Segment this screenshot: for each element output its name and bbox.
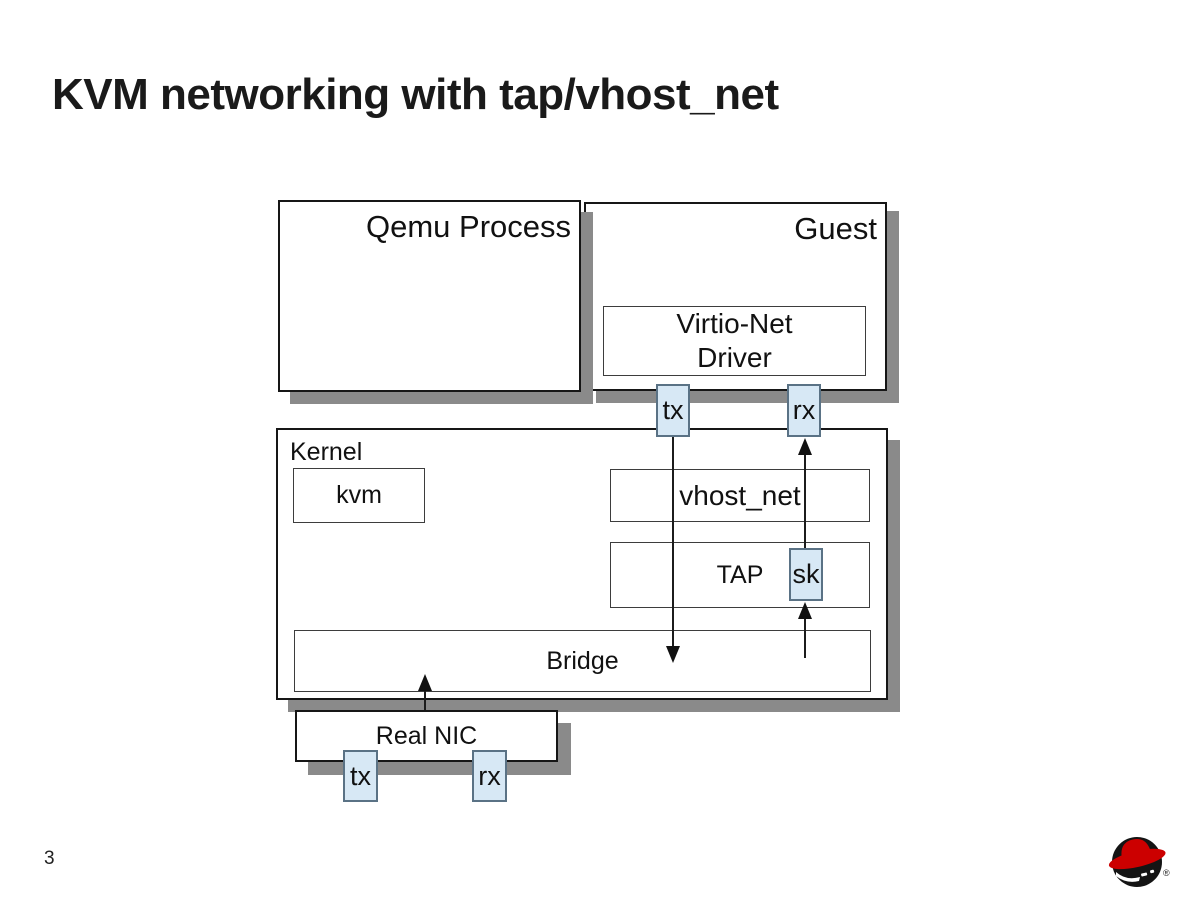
guest-tx-to-bridge-arrowhead-icon (666, 646, 680, 663)
guest-tx-port-box: tx (656, 384, 690, 437)
nic-tx-port-box: tx (343, 750, 378, 802)
slide-title: KVM networking with tap/vhost_net (52, 70, 779, 119)
guest-rx-port-label: rx (792, 395, 816, 425)
qemu-process-box-label: Qemu Process (365, 209, 571, 244)
vhost-net-box: vhost_net (610, 469, 870, 522)
real-nic-box-label: Real NIC (375, 721, 478, 750)
nic-rx-port-label: rx (478, 760, 501, 791)
vhost-net-box-label: vhost_net (679, 479, 801, 511)
redhat-logo-icon: ® (1106, 832, 1170, 890)
virtio-net-label-line1: Virtio-Net (676, 308, 793, 339)
sk-to-guest-rx-arrowhead-icon (798, 438, 812, 455)
bridge-to-sk-arrowhead-icon (798, 602, 812, 619)
kvm-box: kvm (293, 468, 425, 523)
virtio-net-label-line2: Driver (697, 342, 772, 373)
nic-tx-port-label: tx (349, 760, 371, 791)
registered-trademark-mark: ® (1163, 868, 1170, 878)
guest-tx-to-bridge-line (672, 437, 674, 649)
page-number: 3 (44, 848, 55, 869)
tap-box-label: TAP (716, 560, 764, 589)
real-nic-box: Real NIC (295, 710, 558, 762)
nic-to-bridge-line (424, 689, 426, 710)
qemu-process-box: Qemu Process (278, 200, 581, 392)
kvm-box-label: kvm (336, 481, 382, 509)
tap-box: TAP (610, 542, 870, 608)
bridge-box-label: Bridge (546, 646, 619, 675)
kernel-box-label: Kernel (290, 438, 363, 466)
guest-rx-port-box: rx (787, 384, 821, 437)
bridge-box: Bridge (294, 630, 871, 692)
bridge-to-sk-line (804, 617, 806, 658)
nic-to-bridge-arrowhead-icon (418, 674, 432, 691)
sk-socket-label: sk (792, 559, 820, 589)
virtio-net-driver-box: Virtio-Net Driver (603, 306, 866, 376)
guest-tx-port-label: tx (662, 395, 684, 425)
sk-socket-box: sk (789, 548, 823, 601)
sk-to-guest-rx-line (804, 453, 806, 548)
guest-box-label: Guest (794, 211, 877, 246)
nic-rx-port-box: rx (472, 750, 507, 802)
